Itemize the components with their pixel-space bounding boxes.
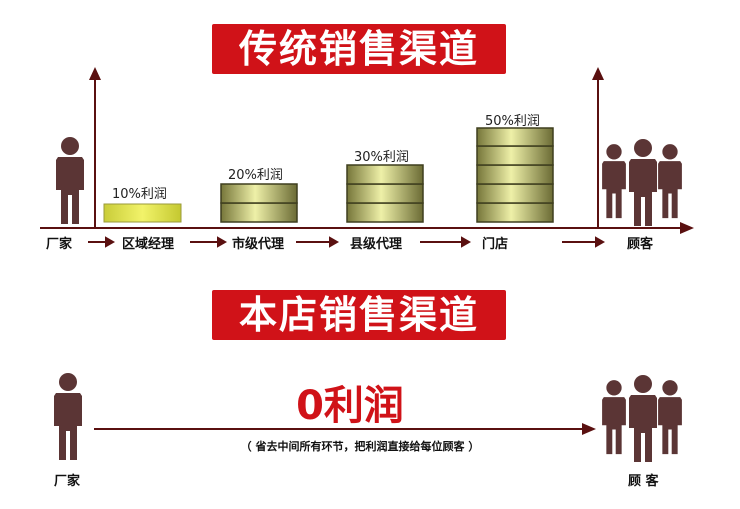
coin-stack-3	[346, 164, 424, 223]
coin-stack-2	[220, 183, 298, 223]
horizontal-axis-arrowhead	[680, 222, 694, 234]
coin-stack-1-layer-1	[103, 203, 182, 223]
traditional-channel-banner: 传统销售渠道	[212, 24, 506, 74]
coin-stack-3-layer-2	[346, 183, 424, 204]
coin-stack-3-layer-1	[346, 202, 424, 223]
store-channel-note: （ 省去中间所有环节，把利润直接给每位顾客 ）	[240, 440, 480, 453]
stage-label-regional-manager: 区域经理	[122, 237, 175, 252]
store-direct-arrowhead	[582, 423, 596, 435]
store-label-customer: 顾 客	[628, 474, 659, 489]
store-channel-banner: 本店销售渠道	[212, 290, 506, 340]
profit-label-20: 20%利润	[228, 168, 283, 183]
coin-stack-2-layer-2	[220, 183, 298, 204]
store-manufacturer-person-icon	[54, 373, 82, 460]
coin-stack-4-layer-3	[476, 164, 554, 185]
store-label-manufacturer: 厂家	[54, 474, 81, 489]
coin-stack-4	[476, 127, 554, 223]
customers-group-icon	[602, 139, 682, 226]
stage-label-store: 门店	[482, 237, 509, 252]
manufacturer-person-icon	[56, 137, 84, 224]
profit-label-30: 30%利润	[354, 150, 409, 165]
coin-stack-4-layer-1	[476, 202, 554, 223]
stage-arrows	[88, 236, 606, 248]
stage-label-manufacturer: 厂家	[46, 237, 73, 252]
coin-stack-4-layer-2	[476, 183, 554, 204]
coin-stack-3-layer-3	[346, 164, 424, 185]
profit-label-10: 10%利润	[112, 187, 167, 202]
left-axis-arrowhead	[89, 67, 101, 80]
stage-label-county-agent: 县级代理	[350, 237, 403, 252]
profit-label-50: 50%利润	[485, 114, 540, 129]
stage-label-city-agent: 市级代理	[232, 237, 285, 252]
zero-profit-label: 0利润	[296, 383, 404, 429]
coin-stack-2-layer-1	[220, 202, 298, 223]
coin-stack-4-layer-5	[476, 127, 554, 147]
right-axis-arrowhead	[592, 67, 604, 80]
stage-label-customer: 顾客	[627, 237, 654, 252]
store-customers-group-icon	[602, 375, 682, 462]
coin-stack-4-layer-4	[476, 145, 554, 166]
